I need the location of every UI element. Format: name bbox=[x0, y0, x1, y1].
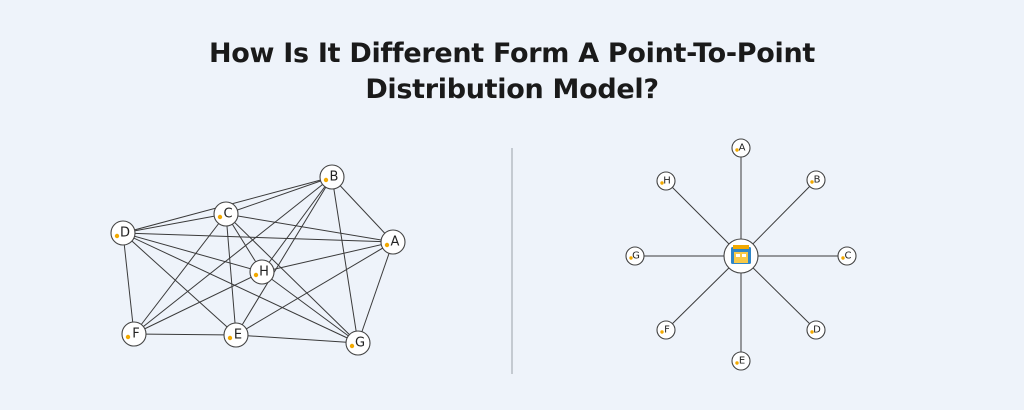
star-node-f: F bbox=[656, 320, 676, 340]
title-line-2: Distribution Model? bbox=[365, 74, 659, 105]
dot-icon bbox=[323, 177, 329, 183]
star-node-e: E bbox=[731, 351, 751, 371]
mesh-node-label: B bbox=[330, 170, 339, 185]
star-node-label: H bbox=[663, 176, 671, 187]
dot-icon bbox=[125, 334, 131, 340]
dot-icon bbox=[810, 180, 814, 184]
dot-icon bbox=[217, 214, 223, 220]
mesh-node-a: A bbox=[380, 229, 406, 255]
dot-icon bbox=[349, 343, 355, 349]
dot-icon bbox=[629, 256, 633, 260]
dot-icon bbox=[735, 361, 739, 365]
mesh-node-label: F bbox=[132, 327, 139, 342]
dot-icon bbox=[384, 242, 390, 248]
dot-icon bbox=[253, 272, 259, 278]
mesh-node-c: C bbox=[213, 201, 239, 227]
star-node-a: A bbox=[731, 138, 751, 158]
dot-icon bbox=[841, 256, 845, 260]
warehouse-icon bbox=[731, 245, 751, 264]
mesh-node-label: E bbox=[234, 328, 242, 343]
mesh-network: B C D A H F E bbox=[110, 164, 406, 356]
star-node-b: B bbox=[806, 170, 826, 190]
star-node-label: B bbox=[814, 175, 821, 186]
star-node-label: E bbox=[739, 356, 745, 367]
star-node-label: C bbox=[845, 251, 852, 262]
star-network: A B C D E F G bbox=[625, 138, 857, 371]
mesh-node-b: B bbox=[319, 164, 345, 190]
star-hub bbox=[723, 238, 759, 274]
page-title: How Is It Different Form A Point-To-Poin… bbox=[0, 36, 1024, 108]
star-node-label: D bbox=[813, 325, 821, 336]
mesh-node-label: D bbox=[120, 226, 130, 241]
mesh-node-g: G bbox=[345, 330, 371, 356]
dot-icon bbox=[227, 335, 233, 341]
mesh-node-h: H bbox=[249, 259, 275, 285]
mesh-node-e: E bbox=[223, 322, 249, 348]
mesh-node-label: C bbox=[223, 207, 232, 222]
dot-icon bbox=[114, 233, 120, 239]
star-node-label: G bbox=[632, 251, 640, 262]
star-node-label: A bbox=[739, 143, 746, 154]
star-edges bbox=[635, 148, 847, 361]
dot-icon bbox=[810, 330, 814, 334]
dot-icon bbox=[735, 148, 739, 152]
star-node-label: F bbox=[664, 325, 670, 336]
title-line-1: How Is It Different Form A Point-To-Poin… bbox=[209, 38, 815, 69]
star-node-h: H bbox=[656, 171, 676, 191]
mesh-node-f: F bbox=[121, 321, 147, 347]
star-node-g: G bbox=[625, 246, 645, 266]
mesh-node-label: H bbox=[259, 265, 269, 280]
mesh-edges bbox=[122, 176, 394, 344]
mesh-node-label: G bbox=[355, 336, 365, 351]
star-node-d: D bbox=[806, 320, 826, 340]
dot-icon bbox=[660, 181, 664, 185]
mesh-node-label: A bbox=[391, 235, 400, 250]
dot-icon bbox=[660, 330, 664, 334]
star-node-c: C bbox=[837, 246, 857, 266]
mesh-node-d: D bbox=[110, 220, 136, 246]
